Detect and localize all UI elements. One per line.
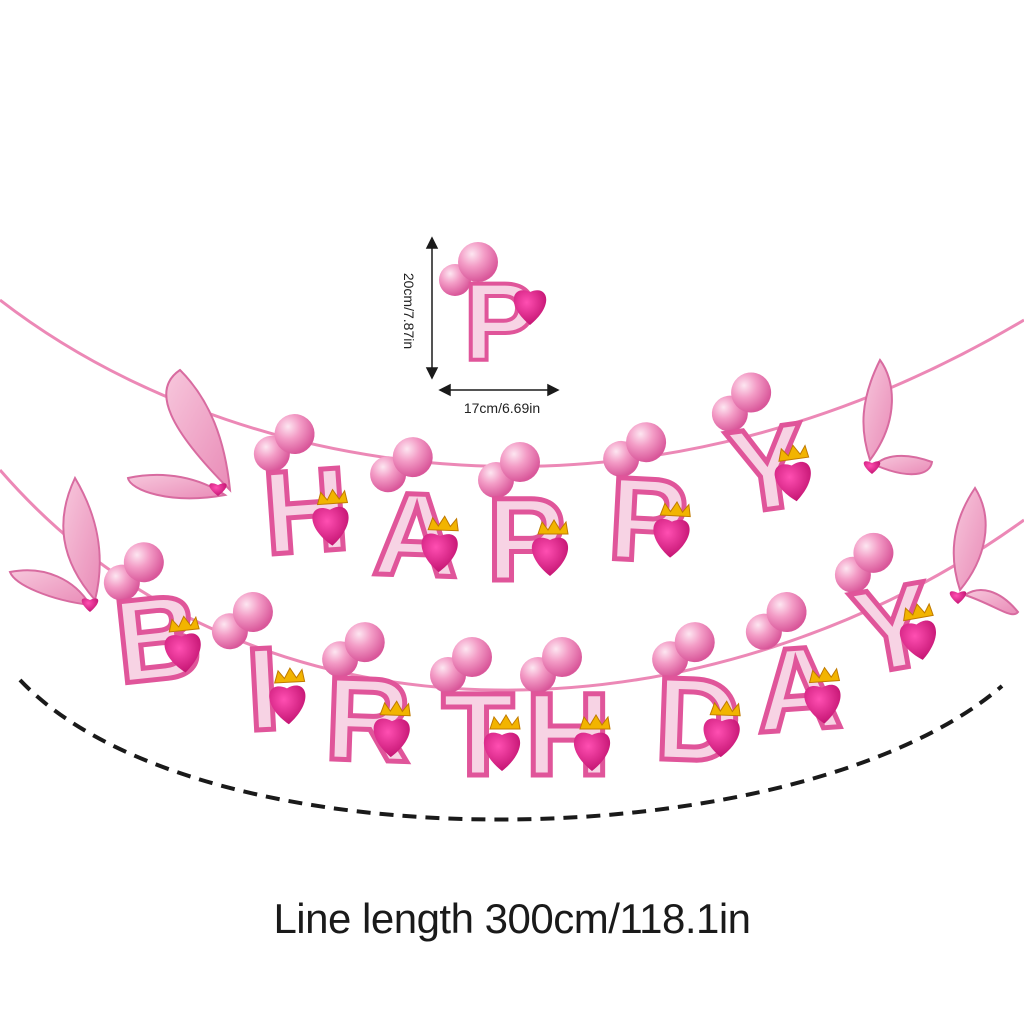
crown-icon <box>489 714 521 730</box>
balloon <box>123 542 164 583</box>
glitter-heart <box>703 718 740 758</box>
butterfly-wing-top-right <box>862 358 934 476</box>
crown-icon <box>273 667 306 684</box>
banner-letter-card-bottom-6: A <box>745 592 848 761</box>
sample-letter-card: P <box>439 242 547 386</box>
glitter-heart <box>573 732 611 771</box>
crown-icon <box>709 700 741 717</box>
balloon <box>674 622 715 663</box>
banner-letter: H <box>259 443 353 581</box>
banner-letter: H <box>525 669 610 801</box>
banner-letter-card-top-4: Y <box>711 372 819 542</box>
butterfly-wing-bottom-right <box>949 486 1020 616</box>
glitter-heart <box>269 685 306 725</box>
glitter-heart <box>483 732 521 771</box>
crown-icon <box>316 488 349 506</box>
crown-icon <box>659 500 691 518</box>
glitter-heart <box>312 506 349 546</box>
crown-icon <box>778 444 810 462</box>
balloon <box>500 442 540 482</box>
crown-icon <box>579 714 611 730</box>
balloon <box>452 637 492 677</box>
glitter-heart <box>899 620 936 660</box>
line-length-caption: Line length 300cm/118.1in <box>273 895 751 942</box>
width-label: 17cm/6.69in <box>463 400 541 416</box>
crown-icon <box>808 666 841 684</box>
butterfly-wing-top-left <box>126 368 232 500</box>
balloon <box>853 532 894 573</box>
glitter-heart <box>653 518 690 558</box>
crown-icon <box>537 519 569 535</box>
banner-letter-card-top-0: H <box>253 414 356 583</box>
crown-icon <box>379 700 411 717</box>
glitter-heart <box>804 684 841 724</box>
balloon <box>274 414 315 455</box>
balloon <box>731 372 772 413</box>
butterfly-wing-bottom-left <box>8 475 101 612</box>
banner-letter-card-bottom-2: R <box>321 622 415 790</box>
crown-icon <box>168 615 200 633</box>
balloon <box>392 437 433 478</box>
balloon <box>232 592 273 633</box>
crown-icon <box>427 515 459 532</box>
height-dimension-arrow <box>425 236 439 380</box>
glitter-heart <box>421 533 458 573</box>
banner-letter-card-bottom-5: D <box>651 622 745 790</box>
banner-letter-card-top-3: P <box>603 422 693 591</box>
banner-letter-card-bottom-3: T <box>430 637 521 804</box>
glitter-heart <box>531 537 569 576</box>
glitter-heart <box>373 718 410 758</box>
height-label: 20cm/7.87in <box>401 272 417 350</box>
line-length-arc <box>18 678 1004 822</box>
banner-string-top <box>0 298 1024 468</box>
balloon <box>344 622 385 663</box>
sample-letter: P <box>463 261 536 384</box>
banner-letter-card-bottom-0: B <box>103 542 210 712</box>
balloon <box>766 592 807 633</box>
crown-icon <box>903 602 934 622</box>
width-dimension-arrow <box>438 383 560 397</box>
banner-letter-card-top-2: P <box>478 442 569 609</box>
balloon <box>626 422 667 463</box>
banner-letter-card-bottom-4: H <box>520 637 613 804</box>
glitter-heart <box>164 633 201 673</box>
banner-letter-card-bottom-1: I <box>211 592 306 759</box>
banner-letter-card-top-1: A <box>369 437 463 605</box>
banner-letter-card-bottom-7: Y <box>834 532 946 703</box>
glitter-heart <box>774 461 811 502</box>
balloon <box>542 637 582 677</box>
